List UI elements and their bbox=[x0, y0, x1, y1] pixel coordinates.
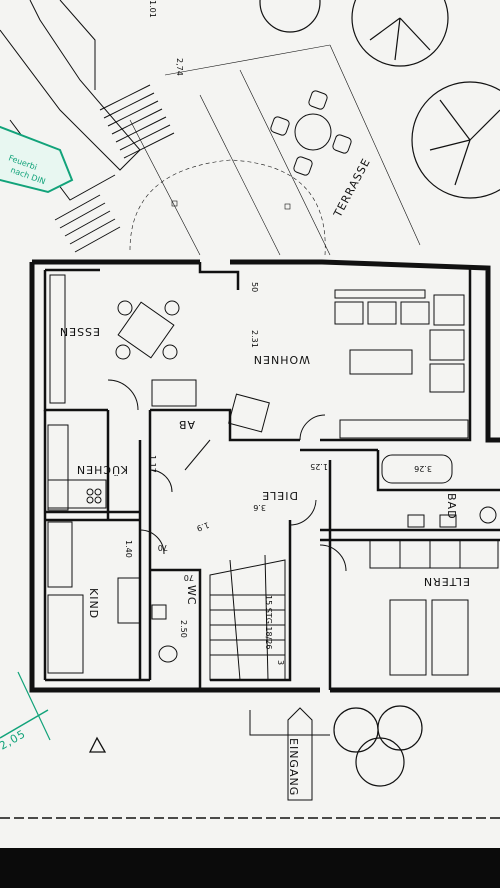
tree-entrance bbox=[333, 705, 423, 787]
dim-1-25: 1.25 bbox=[310, 462, 328, 471]
dim-1-17: 1.17 bbox=[148, 455, 157, 473]
outer-walls bbox=[29, 259, 500, 693]
green-dimension: 2,05 bbox=[0, 671, 51, 753]
dim-70-b: 70 bbox=[184, 573, 194, 582]
room-label-diele: DIELE bbox=[261, 489, 298, 502]
label-eingang: EINGANG bbox=[287, 738, 300, 796]
door-swings bbox=[107, 379, 347, 572]
room-label-essen: ESSEN bbox=[59, 325, 100, 338]
upper-door-arc bbox=[59, 0, 96, 90]
inspection-stamp: Feuerbi nach DIN bbox=[0, 125, 74, 194]
room-label-terrasse: TERRASSE bbox=[331, 156, 373, 220]
furniture bbox=[47, 274, 499, 681]
room-label-wc: WC bbox=[185, 585, 198, 606]
terrace-lines bbox=[129, 44, 421, 256]
dim-2-50: 2.50 bbox=[179, 620, 188, 638]
label-stairs: 15 STG 18/26 bbox=[264, 595, 273, 649]
dim-1-01: 1.01 bbox=[148, 0, 157, 18]
room-label-ab: AB bbox=[178, 418, 195, 431]
upper-stairs bbox=[54, 84, 175, 253]
dim-3-26: 3.26 bbox=[414, 464, 432, 473]
interior-walls bbox=[43, 262, 500, 690]
dim-3-6: 3.6 bbox=[253, 503, 266, 512]
dim-2-31: 2.31 bbox=[250, 330, 259, 348]
room-label-kuchen: KÜCHEN bbox=[76, 463, 128, 476]
room-label-wohnen: WOHNEN bbox=[253, 353, 310, 366]
dim-50: 50 bbox=[250, 282, 259, 292]
terrace-table-set bbox=[270, 90, 352, 176]
floor-plan-drawing: Feuerbi nach DIN 2,05 ESSEN WOHNEN KÜCHE… bbox=[0, 0, 500, 819]
dim-1-9: 1.9 bbox=[195, 520, 210, 533]
entrance-arrow bbox=[249, 707, 330, 801]
floor-plan-sheet: Feuerbi nach DIN 2,05 ESSEN WOHNEN KÜCHE… bbox=[0, 0, 500, 848]
bottom-black-bar bbox=[0, 848, 500, 888]
dim-2-05: 2,05 bbox=[0, 727, 28, 753]
dim-1-40: 1.40 bbox=[124, 540, 133, 558]
north-marker-icon bbox=[88, 736, 107, 753]
label-stairs-num: 3 bbox=[276, 660, 285, 665]
dim-2-74: 2,74 bbox=[175, 58, 184, 76]
room-label-eltern: ELTERN bbox=[423, 575, 470, 588]
dim-70-a: 70 bbox=[158, 543, 168, 552]
tree-top bbox=[259, 0, 500, 199]
room-label-kind: KIND bbox=[87, 588, 100, 619]
room-label-bad: BAD bbox=[445, 493, 458, 520]
